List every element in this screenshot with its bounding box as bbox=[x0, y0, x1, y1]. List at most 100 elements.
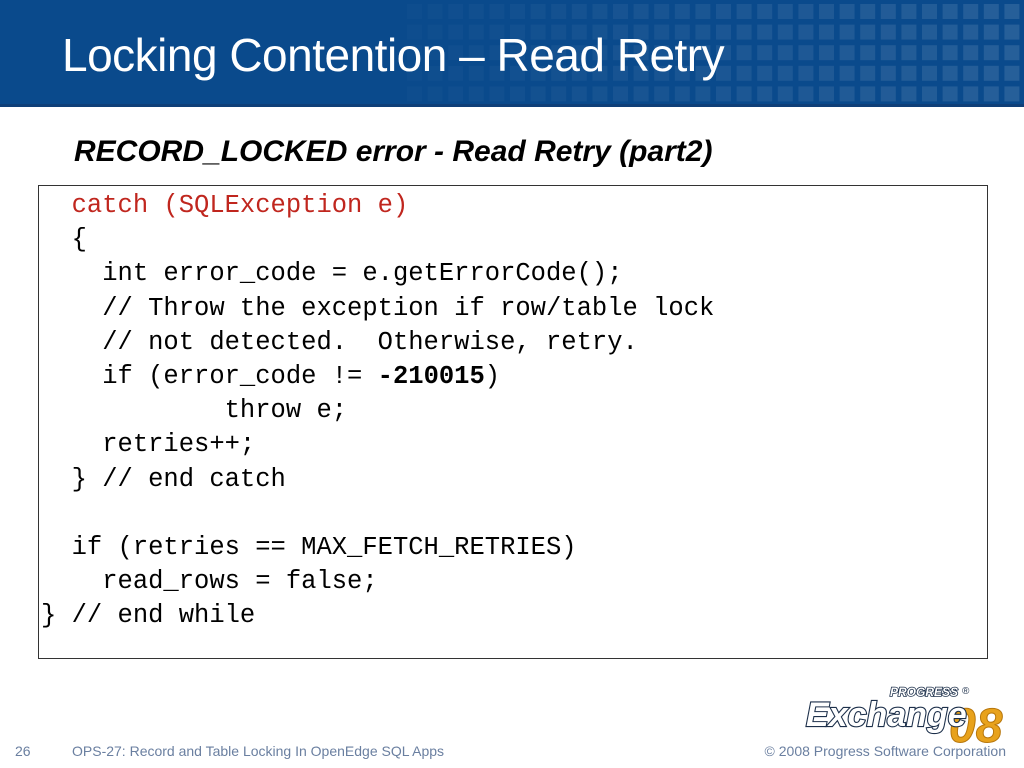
banner-tile bbox=[819, 45, 834, 61]
banner-tile bbox=[798, 65, 814, 81]
banner-tile bbox=[1004, 4, 1020, 19]
banner-tile bbox=[448, 86, 463, 101]
banner-tile bbox=[654, 4, 670, 19]
banner-tile bbox=[922, 45, 937, 61]
banner-tile bbox=[736, 65, 752, 81]
banner-tile bbox=[613, 4, 628, 19]
banner-tile bbox=[448, 4, 463, 19]
banner-tile bbox=[592, 65, 608, 81]
banner-tile bbox=[777, 65, 793, 81]
banner-tile bbox=[922, 24, 937, 40]
slide-subtitle: RECORD_LOCKED error - Read Retry (part2) bbox=[74, 135, 712, 169]
banner-tile bbox=[880, 4, 896, 19]
banner-tile bbox=[963, 4, 979, 19]
banner-tile bbox=[1004, 86, 1020, 102]
banner-tile bbox=[942, 86, 958, 102]
banner-tile bbox=[983, 86, 999, 102]
banner-tile bbox=[922, 86, 937, 102]
banner-tile bbox=[860, 24, 876, 40]
banner-tile bbox=[839, 65, 855, 81]
banner-tile bbox=[530, 24, 546, 40]
banner-tile bbox=[860, 45, 876, 61]
banner-tile bbox=[798, 45, 814, 61]
banner-tile bbox=[736, 86, 752, 102]
banner-tile bbox=[695, 65, 711, 81]
banner-tile bbox=[757, 86, 773, 102]
banner-tile bbox=[613, 24, 628, 40]
banner-tile bbox=[819, 65, 834, 81]
banner-tile bbox=[757, 4, 773, 19]
banner-tile bbox=[428, 86, 443, 101]
banner-tile bbox=[654, 45, 670, 61]
banner-tile bbox=[880, 45, 896, 61]
banner-rule bbox=[0, 104, 1024, 107]
banner-tile bbox=[777, 45, 793, 61]
banner-tile bbox=[613, 86, 628, 102]
banner-tile bbox=[901, 24, 917, 40]
banner-tile bbox=[592, 45, 608, 61]
banner-tile bbox=[1004, 65, 1020, 81]
banner-tile bbox=[880, 65, 896, 81]
banner-tile bbox=[942, 24, 958, 40]
footer-session-title: OPS-27: Record and Table Locking In Open… bbox=[72, 743, 445, 759]
logo-brand: PROGRESS bbox=[890, 685, 958, 699]
code-line: catch (SQLException e) bbox=[41, 191, 409, 220]
banner-tile bbox=[530, 45, 546, 61]
banner-tile bbox=[901, 65, 917, 81]
banner-tile bbox=[839, 86, 855, 102]
banner-tile bbox=[983, 4, 999, 19]
banner-tile bbox=[571, 86, 587, 102]
banner-tile bbox=[963, 24, 979, 40]
code-line: retries++; bbox=[41, 430, 256, 460]
banner-tile-pattern bbox=[407, 4, 1020, 102]
banner-tile bbox=[798, 4, 814, 19]
banner-tile bbox=[963, 86, 979, 102]
banner-tile bbox=[613, 45, 628, 61]
banner-tile bbox=[839, 45, 855, 61]
banner-tile bbox=[819, 24, 834, 40]
code-line: if (retries == MAX_FETCH_RETRIES) bbox=[41, 533, 577, 563]
banner-tile bbox=[1004, 24, 1020, 40]
banner-tile bbox=[839, 24, 855, 40]
banner-tile bbox=[983, 65, 999, 81]
banner-tile bbox=[942, 4, 958, 19]
banner-tile bbox=[716, 86, 731, 102]
banner-tile bbox=[551, 4, 567, 19]
banner-tile bbox=[571, 65, 587, 81]
logo-registered-mark: ® bbox=[962, 686, 970, 697]
subtitle-bold: RECORD_LOCKED error - bbox=[74, 135, 453, 168]
banner-tile bbox=[860, 65, 876, 81]
banner-tile bbox=[716, 65, 731, 81]
banner-tile bbox=[633, 45, 649, 61]
banner-tile bbox=[819, 4, 834, 19]
code-listing-box: catch (SQLException e) { int error_code … bbox=[38, 185, 988, 659]
banner-tile bbox=[551, 45, 567, 61]
banner-tile bbox=[777, 24, 793, 40]
banner-tile bbox=[922, 4, 937, 19]
banner-tile bbox=[510, 4, 525, 19]
banner-tile bbox=[695, 45, 711, 61]
code-line: } // end while bbox=[41, 601, 256, 631]
progress-exchange-logo: 08 Exchange PROGRESS ® bbox=[805, 684, 1003, 744]
code-catch-clause: catch (SQLException e) bbox=[71, 191, 409, 220]
banner-tile bbox=[757, 65, 773, 81]
banner-tile bbox=[407, 86, 422, 101]
banner-tile bbox=[633, 24, 649, 40]
banner-tile bbox=[674, 86, 690, 102]
banner-tile bbox=[654, 65, 670, 81]
code-line: // not detected. Otherwise, retry. bbox=[41, 327, 638, 357]
banner-tile bbox=[571, 45, 587, 61]
code-line: // Throw the exception if row/table lock bbox=[41, 293, 715, 323]
banner-tile bbox=[880, 86, 896, 102]
banner-tile bbox=[530, 4, 546, 19]
banner-tile bbox=[489, 86, 504, 101]
banner-tile bbox=[695, 86, 711, 102]
subtitle-italic: Read Retry (part2) bbox=[452, 135, 713, 168]
banner-tile bbox=[798, 86, 814, 102]
banner-tile bbox=[674, 45, 690, 61]
banner-tile bbox=[674, 65, 690, 81]
code-listing: catch (SQLException e) { int error_code … bbox=[41, 189, 714, 634]
banner-tile bbox=[901, 45, 917, 61]
banner-tile bbox=[654, 86, 670, 102]
page-number: 26 bbox=[15, 743, 31, 759]
